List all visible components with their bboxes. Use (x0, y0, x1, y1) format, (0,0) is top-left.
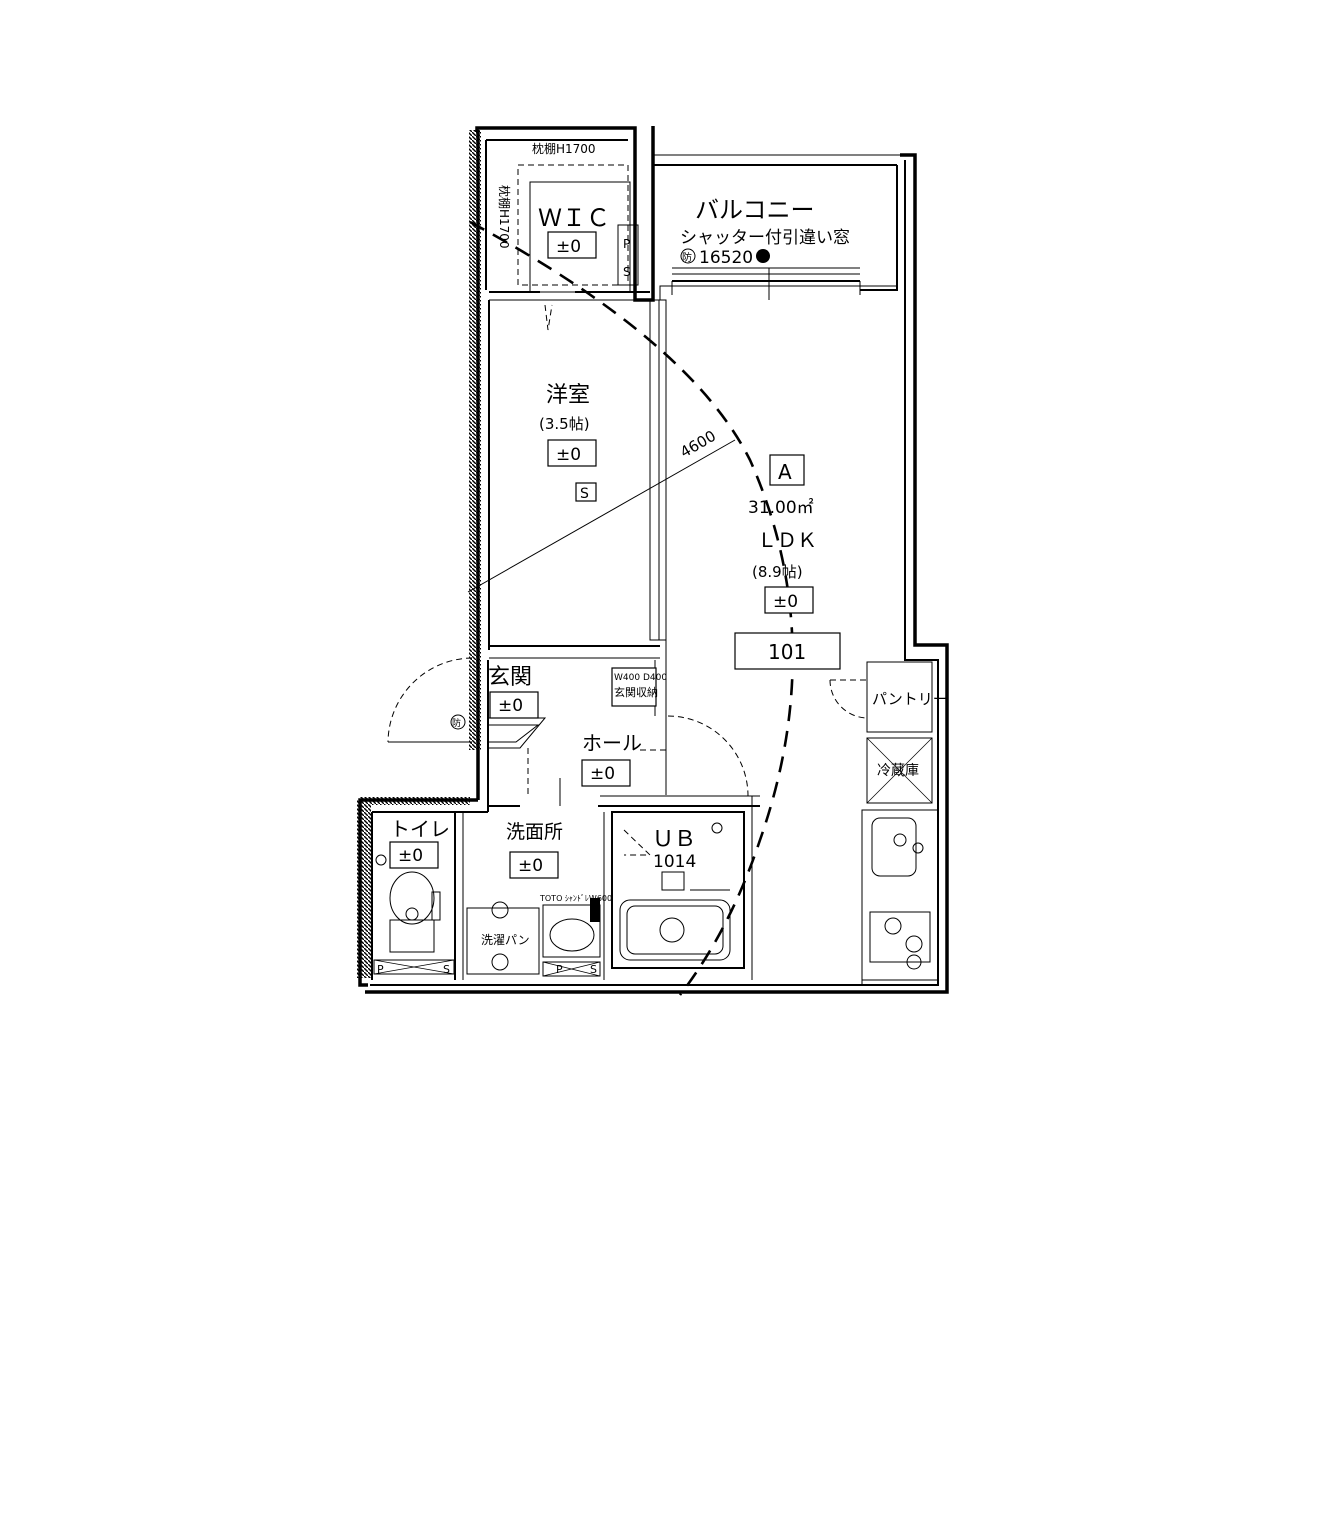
ps-mark-2: S (443, 963, 450, 976)
pillow-shelf-side-label: 枕棚H1700 (497, 185, 512, 249)
door-swings (387, 164, 868, 856)
vanity-note: TOTO ｼｬﾝﾄﾞﾚW600 (539, 894, 612, 903)
western-room-size: (3.5帖) (539, 415, 590, 433)
ldk-area: 31.00㎡ (748, 498, 814, 518)
level-boxes (389, 231, 841, 879)
interior-walls (454, 181, 939, 985)
washroom-level: ±0 (518, 856, 543, 876)
shoe-storage-dims: W400 D400 (614, 673, 667, 683)
ps-mark-1: P (377, 963, 384, 976)
toilet-name: トイレ (390, 817, 450, 841)
gas-stove (869, 911, 931, 970)
balcony-window-label: シャッター付引違い窓 (680, 228, 850, 248)
ldk-type-mark: A (778, 460, 792, 484)
shoe-storage-name: 玄関収納 (614, 685, 658, 699)
toilet-level: ±0 (398, 846, 423, 866)
ldk-name: ＬＤＫ (757, 528, 817, 552)
bathtub (619, 822, 731, 961)
fridge-label: 冷蔵庫 (877, 762, 919, 779)
washer-pan (466, 901, 540, 975)
hall-level: ±0 (590, 764, 615, 784)
balcony-name: バルコニー (695, 196, 815, 224)
balcony-window (671, 248, 861, 300)
entrance-mark: 防 (452, 717, 461, 729)
pillow-shelf-top-label: 枕棚H1700 (532, 141, 596, 156)
balcony-window-code: 16520 (699, 248, 753, 268)
balcony-window-mark: 防 (682, 251, 692, 264)
ps-mark-4: S (590, 963, 597, 976)
ldk-size: (8.9帖) (752, 563, 803, 581)
diagonal-dimension-line (467, 439, 736, 593)
hall-name: ホール (582, 731, 642, 755)
ps-mark-3: P (556, 963, 563, 976)
ub-name: ＵＢ (652, 827, 696, 852)
ps-vertical-s: S (623, 265, 631, 279)
wic-name: ＷＩＣ (538, 204, 610, 232)
vanity (542, 898, 601, 977)
kitchen-sink (871, 817, 924, 877)
ub-size: 1014 (653, 852, 696, 872)
washer-pan-label: 洗濯パン (481, 933, 530, 947)
ps-vertical-p: P (623, 237, 630, 251)
toilet-fixture (373, 854, 455, 975)
western-room-level: ±0 (556, 445, 581, 465)
washroom-name: 洗面所 (506, 821, 563, 843)
pantry-label: パントリー (872, 690, 948, 708)
ldk-level: ±0 (773, 592, 798, 612)
storage-mark: S (580, 486, 589, 502)
unit-number: 101 (768, 640, 806, 664)
entrance-level: ±0 (498, 696, 523, 716)
wic-level: ±0 (556, 237, 581, 257)
entrance-name: 玄関 (488, 665, 532, 690)
western-room-name: 洋室 (546, 383, 590, 408)
diagonal-dimension: 4600 (677, 427, 719, 462)
